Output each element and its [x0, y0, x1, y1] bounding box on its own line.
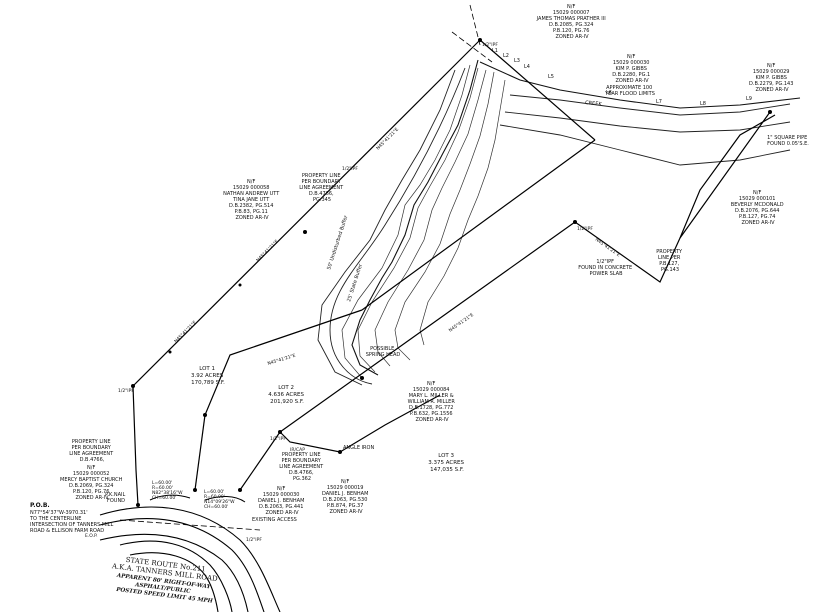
pipe-found-note: 1" SQUARE PIPE FOUND 0.05'S.E.	[767, 135, 809, 147]
road-lines	[99, 506, 281, 612]
svg-text:L4: L4	[524, 64, 530, 70]
driveway-curves	[149, 494, 246, 503]
curve-data-2: L=60.00' R=60.00' N14°09'26"W CH=60.00'	[204, 489, 236, 510]
svg-text:L2: L2	[503, 53, 509, 59]
edge-of-pavement-label: E.O.P.	[85, 533, 98, 539]
point-of-beginning-note: P.O.B. N77°54'37"W-3970.31' TO THE CENTE…	[29, 502, 115, 534]
owner-block-left-lower: N/F 15029 000052 MERCY BAPTIST CHURCH D.…	[60, 465, 124, 501]
svg-text:1/2"IPF: 1/2"IPF	[577, 226, 593, 232]
owner-block-bottom-right: N/F 15029 000019 DANIEL J. BENHAM D.B.20…	[322, 479, 370, 515]
svg-text:1/2"IPF: 1/2"IPF	[342, 166, 358, 172]
lot-2-label: LOT 2 4.636 ACRES 201,920 S.F.	[268, 385, 306, 405]
svg-text:L8: L8	[700, 101, 706, 107]
owner-block-top-center: N/F 15029 000007 JAMES THOMAS PRATHER II…	[536, 4, 608, 40]
ipf-mark-labels: 1/2"IPF 1/2"IPF 1/2"IPF 1/2"IPF 1/2"IPF …	[118, 42, 593, 543]
creek-label: CREEK	[585, 100, 603, 108]
monuments	[131, 38, 772, 507]
contour-lines	[341, 64, 506, 379]
owner-block-top-right-1: N/F 15029 000030 KIM P. GIBBS D.B.2280, …	[612, 54, 652, 84]
spring-head-note: POSSIBLE SPRING HEAD	[366, 346, 401, 358]
property-line-note-left: PROPERTY LINE PER BOUNDARY LINE AGREEMEN…	[69, 439, 115, 463]
svg-text:L1: L1	[492, 48, 498, 54]
svg-text:1/2"IPF: 1/2"IPF	[482, 42, 498, 48]
owner-block-mid-right: N/F 15029 000084 MARY L. MILLER & WILLIA…	[408, 381, 457, 423]
curve-data-1: L=60.00' R=60.00' N82°38'16"W CH=60.00'	[152, 480, 184, 501]
flood-and-buffer-lines	[317, 67, 791, 386]
lot-1-label: LOT 1 3.92 ACRES 170,789 S.F.	[191, 366, 225, 386]
owner-block-bottom-mid: N/F 15029 000030 DANIEL J. BENHAM D.B.20…	[258, 486, 306, 516]
owner-block-top-right-2: N/F 15029 000029 KIM P. GIBBS D.B.2279, …	[749, 63, 795, 93]
flood-limit-note: APPROXIMATE 100 YEAR FLOOD LIMITS	[604, 85, 655, 97]
property-line-note-bottom: PROPERTY LINE PER BOUNDARY LINE AGREEMEN…	[279, 452, 325, 482]
svg-text:L9: L9	[746, 96, 752, 102]
lot-3-label: LOT 3 3.375 ACRES 147,035 S.F.	[428, 453, 466, 473]
svg-text:1/2"IPF: 1/2"IPF	[246, 537, 262, 543]
owner-block-right-mid: N/F 15029 000101 BEVERLY MCDONALD D.B.20…	[731, 190, 785, 226]
line-segment-labels: L1 L2 L3 L4 L5 L6 L7 L8 L9	[492, 48, 752, 107]
svg-text:L7: L7	[656, 99, 662, 105]
dashed-lines	[119, 4, 493, 531]
ipf-concrete-note: 1/2"IPF FOUND IN CONCRETE POWER SLAB	[578, 259, 634, 277]
svg-text:IR/CAP: IR/CAP	[290, 447, 305, 453]
pk-nail-note: P.K.NAIL FOUND	[105, 492, 127, 504]
property-line-note-upper: PROPERTY LINE PER BOUNDARY LINE AGREEMEN…	[299, 173, 345, 203]
svg-text:1/2"IPF: 1/2"IPF	[118, 388, 134, 394]
owner-block-left-upper: N/F 15029 000058 NATHAN ANDREW UTT TINA …	[223, 179, 281, 221]
svg-text:1/2"IPF: 1/2"IPF	[270, 436, 286, 442]
svg-text:L5: L5	[548, 74, 554, 80]
svg-text:L3: L3	[514, 58, 520, 64]
creek-line	[351, 59, 801, 376]
svg-text:L6: L6	[606, 90, 612, 96]
property-line-note-right: PROPERTY LINE PER P.B.127, PG.143	[656, 249, 683, 273]
existing-access-note: EXISTING ACCESS	[252, 517, 297, 523]
angle-iron-note: ANGLE IRON	[343, 445, 374, 451]
